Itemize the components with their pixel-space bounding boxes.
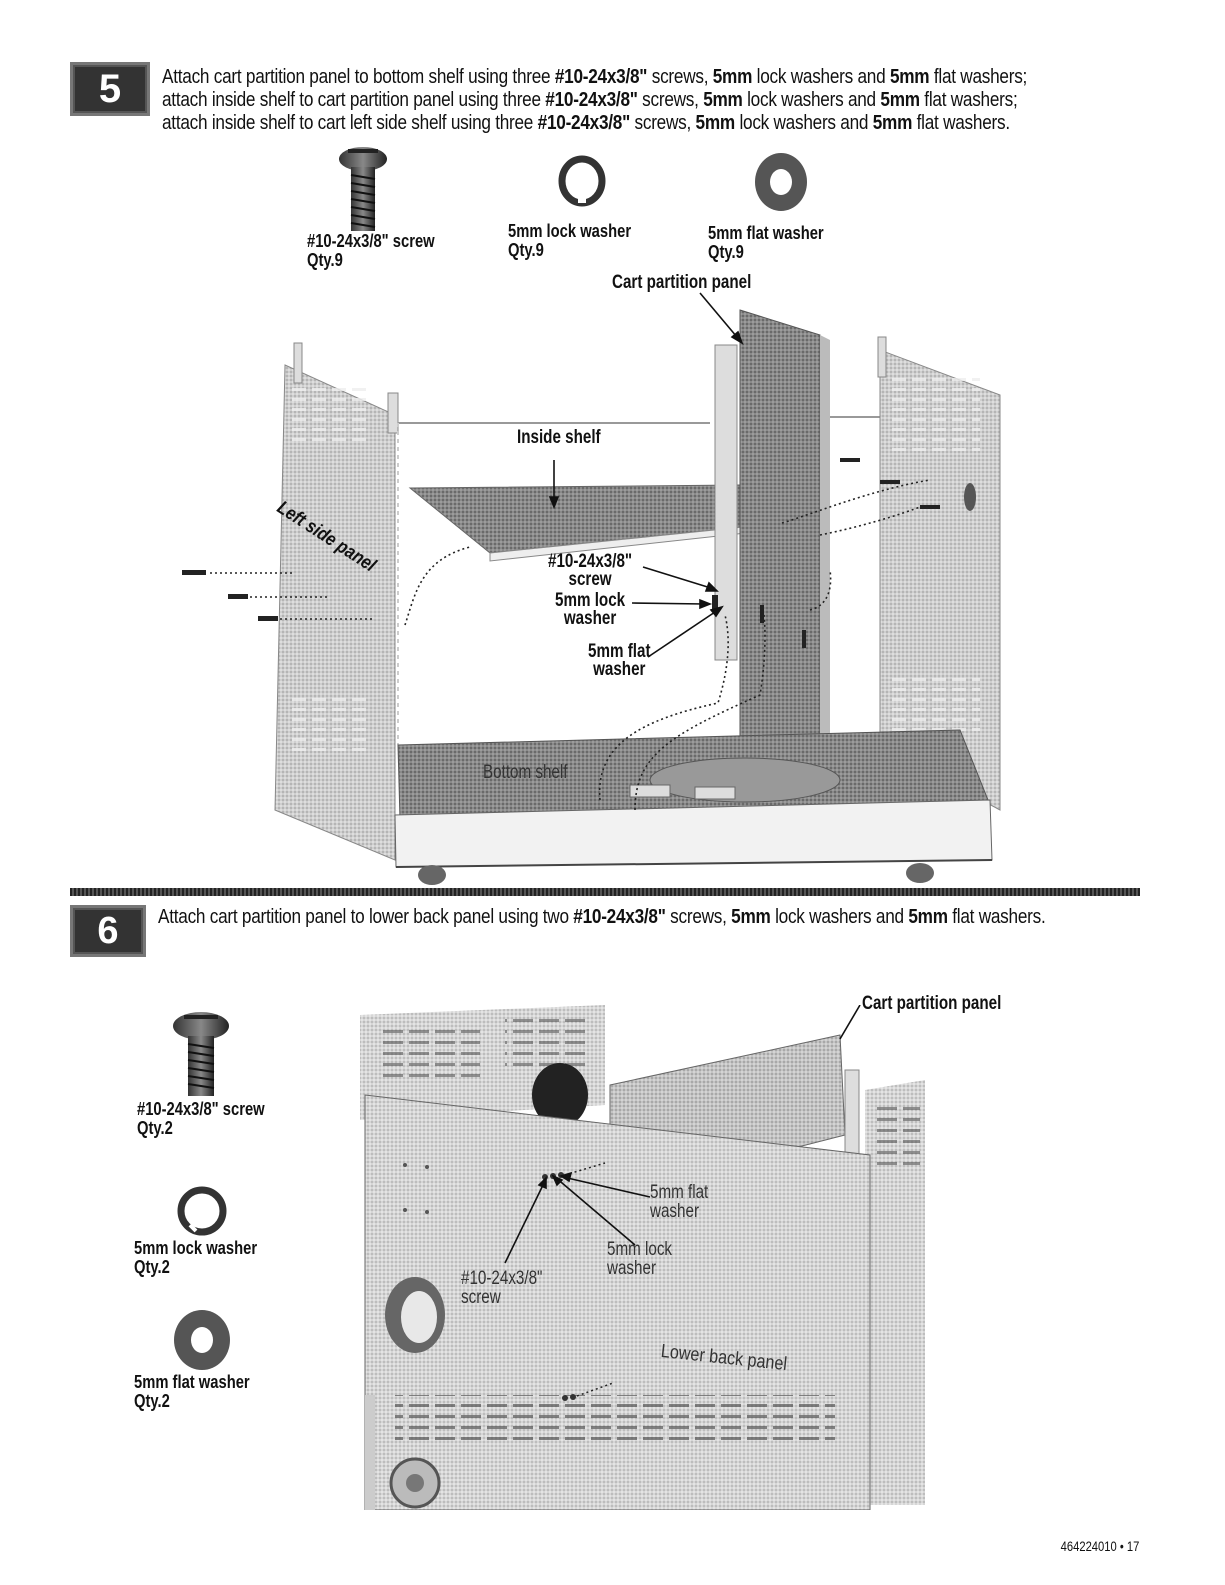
step-6-lock-washer-callout: 5mm lock washer	[607, 1239, 673, 1279]
screw-icon	[173, 1012, 229, 1096]
flat-washer-icon	[755, 153, 807, 211]
step-5-line-2: attach inside shelf to cart partition pa…	[162, 89, 1018, 111]
step-6-flat-washer-label: 5mm flat washer Qty.2	[134, 1372, 250, 1411]
step-5-badge: 5	[70, 62, 150, 116]
inside-shelf-label: Inside shelf	[517, 427, 601, 448]
step-5-number: 5	[98, 67, 122, 111]
step-6-flat-washer-callout: 5mm flat washer	[650, 1182, 709, 1222]
screw-icon	[339, 147, 387, 231]
step-6-badge: 6	[70, 905, 146, 957]
step-6-lock-washer-label: 5mm lock washer Qty.2	[134, 1238, 258, 1277]
step-5-flat-washer-label: 5mm flat washer Qty.9	[708, 223, 824, 262]
bottom-shelf-label: Bottom shelf	[483, 762, 568, 783]
step-5-line-3: attach inside shelf to cart left side sh…	[162, 112, 1010, 134]
step-5-screw-callout: #10-24x3/8" screw	[548, 551, 633, 590]
flat-washer-icon	[174, 1310, 230, 1370]
step-5-cart-diagram	[182, 292, 1001, 885]
step-5-lock-washer-callout: 5mm lock washer	[555, 590, 626, 629]
section-divider	[70, 888, 1140, 896]
lock-washer-icon	[177, 1186, 227, 1236]
step-6-screw-callout: #10-24x3/8" screw	[461, 1268, 543, 1308]
step-6-screw-label: #10-24x3/8" screw Qty.2	[137, 1099, 265, 1138]
lock-washer-icon	[558, 155, 606, 207]
step-5-screw-label: #10-24x3/8" screw Qty.9	[307, 231, 435, 270]
step-6-back-panel-diagram	[360, 1005, 925, 1510]
step-5-cart-partition-panel-label: Cart partition panel	[612, 272, 752, 293]
step-5-lock-washer-label: 5mm lock washer Qty.9	[508, 221, 632, 260]
page-reference: 464224010 • 17	[1060, 1538, 1139, 1554]
step-5-line-1: Attach cart partition panel to bottom sh…	[162, 66, 1028, 88]
step-6-number: 6	[97, 910, 119, 952]
step-6-instruction: Attach cart partition panel to lower bac…	[158, 906, 1046, 928]
step-6-cart-partition-panel-label: Cart partition panel	[862, 993, 1002, 1014]
step-5-flat-washer-callout: 5mm flat washer	[588, 641, 651, 680]
